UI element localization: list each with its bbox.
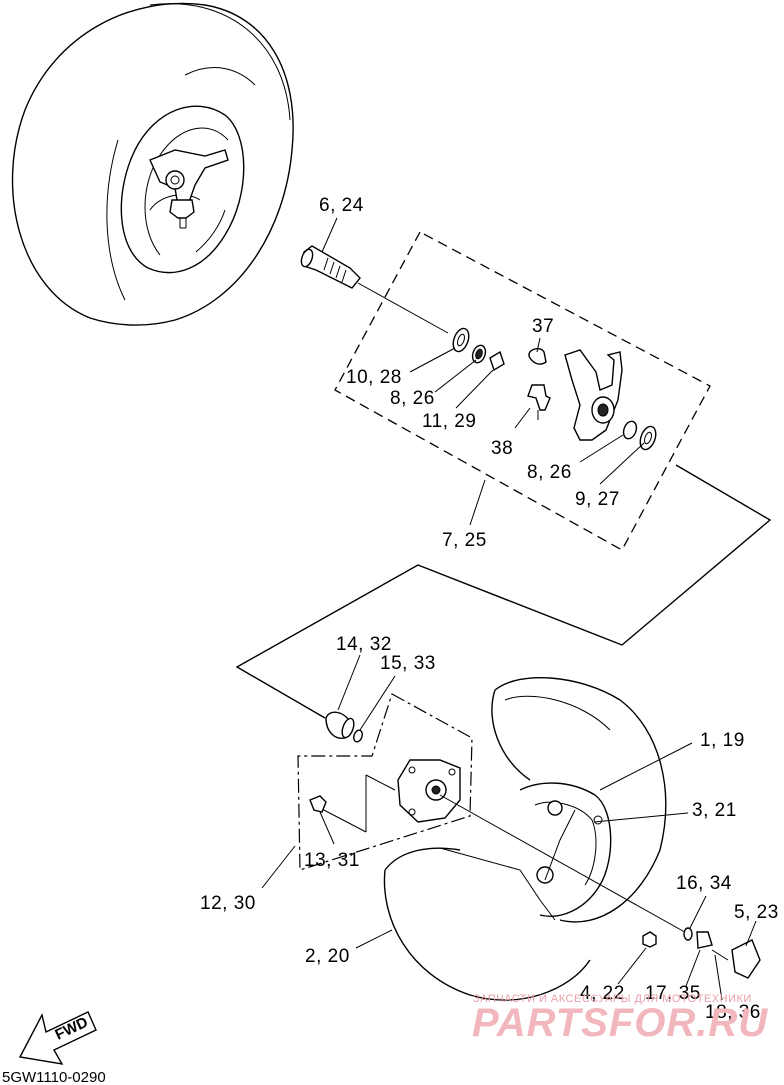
callout-7-25: 7, 25	[442, 530, 487, 551]
connection-lines	[235, 464, 772, 719]
callout-9-27: 9, 27	[575, 489, 620, 510]
fwd-direction-arrow: FWD	[18, 1011, 97, 1065]
hub-parts	[309, 711, 691, 936]
callout-18-36: 18, 36	[705, 1002, 761, 1023]
callout-11-29: 11, 29	[422, 411, 476, 432]
callout-17-35: 17, 35	[645, 983, 701, 1004]
watermark: ЗАПЧАСТИ И АКСЕССУАРЫ ДЛЯ МОТОТЕХНИКИ PA…	[472, 993, 768, 1045]
knuckle-assembly-parts	[452, 327, 657, 451]
callout-14-32: 14, 32	[336, 634, 392, 655]
callout-1-19: 1, 19	[700, 730, 745, 751]
callout-5-23: 5, 23	[734, 902, 779, 923]
callout-16-34: 16, 34	[676, 873, 732, 894]
watermark-brand: PARTSFOR.RU	[472, 1001, 768, 1045]
hub-group-outline	[297, 693, 473, 871]
watermark-caption: ЗАПЧАСТИ И АКСЕССУАРЫ ДЛЯ МОТОТЕХНИКИ	[473, 993, 752, 1005]
callout-8-26-left: 8, 26	[390, 388, 435, 409]
callout-6-24: 6, 24	[319, 195, 364, 216]
callout-37: 37	[532, 316, 554, 337]
leader-lines	[261, 217, 757, 1001]
callout-8-26-right: 8, 26	[527, 462, 572, 483]
axle-part	[300, 245, 449, 334]
callout-38: 38	[491, 438, 513, 459]
callout-12-30: 12, 30	[200, 893, 256, 914]
callout-3-21: 3, 21	[692, 800, 737, 821]
lower-wheel-illustration	[383, 676, 667, 1001]
callout-13-31: 13, 31	[304, 850, 360, 871]
upper-wheel-illustration	[11, 2, 294, 326]
knuckle-group-outline	[334, 231, 711, 551]
callout-2-20: 2, 20	[305, 946, 350, 967]
callout-4-22: 4, 22	[580, 983, 625, 1004]
diagram-code: 5GW1110-0290	[2, 1069, 106, 1085]
callout-10-28: 10, 28	[346, 367, 402, 388]
axle-nut-parts	[642, 927, 761, 979]
callout-15-33: 15, 33	[380, 653, 436, 674]
